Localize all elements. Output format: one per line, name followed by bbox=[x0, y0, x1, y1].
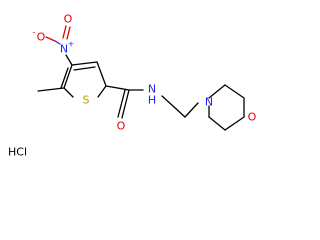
bond-c4-c5 bbox=[63, 64, 73, 89]
bond-o-n-single-b bbox=[54, 40, 61, 45]
bond-c-o-double-b bbox=[117, 89, 126, 118]
atom-nitro-o-top: O bbox=[64, 13, 73, 26]
salt-label: HCl bbox=[8, 146, 27, 159]
bond-ch2a-ch2b bbox=[184, 102, 199, 118]
bond-mn-c1 bbox=[208, 84, 226, 99]
bond-n-ch2a bbox=[161, 95, 186, 118]
molecule-diagram: O - N + O S O N H N O HCl bbox=[8, 13, 257, 159]
bond-c5-methyl bbox=[37, 87, 65, 92]
bond-m-o-c3 bbox=[224, 116, 245, 131]
bond-c4-c3 bbox=[71, 61, 98, 66]
atom-amide-o: O bbox=[117, 120, 126, 133]
bond-c5-s bbox=[63, 87, 74, 98]
bond-c3-c2 bbox=[96, 61, 107, 87]
atom-nitro-o-left: O bbox=[37, 31, 46, 44]
bond-c2-s bbox=[97, 85, 107, 98]
bond-c-o-double-a bbox=[121, 89, 130, 119]
bond-c4-c5-double bbox=[60, 67, 69, 89]
bond-c4-c3-double bbox=[73, 66, 96, 71]
bond-c2-ccarbonyl bbox=[105, 85, 130, 91]
bond-n-o-double-b bbox=[66, 26, 71, 40]
bond-n-o-double-a bbox=[62, 25, 67, 39]
atom-thiophene-s: S bbox=[83, 94, 90, 107]
bond-m-c1-c2 bbox=[224, 84, 245, 99]
charge-nitro-n: + bbox=[68, 40, 75, 49]
atom-nitro-n: N bbox=[60, 43, 68, 56]
atom-amide-h: H bbox=[148, 94, 156, 107]
bond-n-c4 bbox=[65, 54, 73, 66]
atom-morpholine-n: N bbox=[205, 96, 213, 109]
structure-canvas: O - N + O S O N H N O HCl bbox=[8, 13, 257, 159]
atom-amide-n: N bbox=[148, 83, 156, 96]
bond-m-c3-c4 bbox=[208, 116, 226, 131]
bond-o-n-single bbox=[45, 36, 56, 42]
atom-morpholine-o: O bbox=[248, 111, 257, 124]
charge-nitro-o: - bbox=[33, 28, 36, 37]
